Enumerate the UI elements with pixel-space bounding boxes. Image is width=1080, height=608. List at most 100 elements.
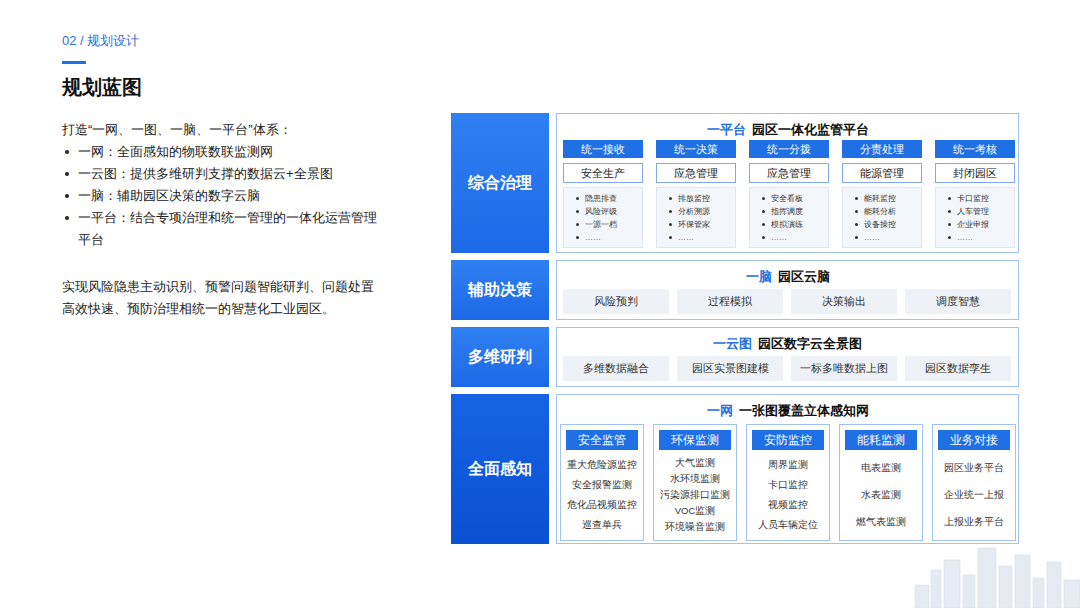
column-items: 大气监测水环境监测污染源排口监测VOC监测环境噪音监测 [656,455,734,536]
capability-box: 多维数据融合 [563,356,669,381]
layer-title: 一张图覆盖立体感知网 [739,403,869,418]
column-header: 安防监控 [752,430,824,450]
node-text: 分责处理 [860,142,904,157]
capability-box: 决策输出 [791,289,897,314]
node-text: 排放监控 [669,192,735,205]
column-header: 业务对接 [938,430,1010,450]
column-header: 环保监测 [659,430,731,450]
node-text: 决策输出 [822,294,866,309]
node-text: 园区实景图建模 [692,361,769,376]
node-text: 卡口监控 [948,192,1014,205]
node-text: 能耗分析 [855,205,921,218]
item-list: 安全看板指挥调度模拟演练…… [749,187,829,248]
sensor-column: 园区业务平台企业统一上报上报业务平台 业务对接 [932,424,1016,541]
node-text: VOC监测 [675,505,716,518]
bullet-text: 一脑：辅助园区决策的数字云脑 [78,185,378,207]
function-header: 统一接收 [563,140,643,158]
panel-heading: 一云图园区数字云全景图 [557,335,1018,353]
function-header: 统一分拨 [749,140,829,158]
function-header: 分责处理 [842,140,922,158]
node-text: 安防监控 [764,432,812,449]
node-text: 全面感知 [468,459,532,480]
column-header: 能耗监测 [845,430,917,450]
node-text: 业务对接 [950,432,998,449]
node-text: 调度智慧 [936,294,980,309]
node-text: 辅助决策 [468,280,532,301]
node-text: 统一接收 [581,142,625,157]
node-text: 一标多唯数据上图 [800,361,888,376]
column-items: 园区业务平台企业统一上报上报业务平台 [935,455,1013,536]
row-label: 全面感知 [451,394,549,544]
module-box: 安全生产 [563,163,643,183]
node-text: 电表监测 [861,462,901,475]
bullet-dot [65,194,69,198]
sensor-column: 周界监测卡口监控视频监控人员车辆定位 安防监控 [746,424,830,541]
node-text: 企业统一上报 [944,489,1004,502]
bullet-dot [65,216,69,220]
bullet-text: 一网：全面感知的物联数联监测网 [78,141,378,163]
layer-panel: 一脑园区云脑风险预判过程模拟决策输出调度智慧 [556,260,1019,320]
node-text: 统一决策 [674,142,718,157]
node-text: 能耗监控 [855,192,921,205]
intro-text: 打造“一网、一图、一脑、一平台”体系： [62,119,292,141]
node-text: …… [855,231,921,244]
node-text: 危化品视频监控 [567,499,637,512]
function-header: 统一决策 [656,140,736,158]
column-header: 安全监管 [566,430,638,450]
item-list: 隐患排查风险评级一源一档…… [563,187,643,248]
capability-box: 调度智慧 [905,289,1011,314]
capability-box: 一标多唯数据上图 [791,356,897,381]
city-skyline [915,548,1080,608]
capability-box: 园区数据孪生 [905,356,1011,381]
node-text: 综合治理 [468,173,532,194]
layer-name: 一平台 [707,122,746,137]
sensor-column: 大气监测水环境监测污染源排口监测VOC监测环境噪音监测环保监测 [653,424,737,541]
column-items: 重大危险源监控安全报警监测危化品视频监控巡查单兵 [563,455,641,536]
node-text: 隐患排查 [576,192,642,205]
node-text: 人车管理 [948,205,1014,218]
node-text: 应急管理 [674,166,718,181]
node-text: 园区数据孪生 [925,361,991,376]
node-text: 大气监测 [675,457,715,470]
capability-box: 风险预判 [563,289,669,314]
summary-text: 实现风险隐患主动识别、预警问题智能研判、问题处置高效快速、预防治理相统一的智慧化… [62,276,380,320]
node-text: 上报业务平台 [944,516,1004,529]
node-text: 多维数据融合 [583,361,649,376]
module-box: 能源管理 [842,163,922,183]
node-text: 应急管理 [767,166,811,181]
node-text: 巡查单兵 [582,519,622,532]
sensor-column: 重大危险源监控安全报警监测危化品视频监控巡查单兵 安全监管 [560,424,644,541]
column-items: 周界监测卡口监控视频监控人员车辆定位 [749,455,827,536]
node-text: 周界监测 [768,459,808,472]
node-text: 安全监管 [578,432,626,449]
layer-panel: 一云图园区数字云全景图多维数据融合 园区实景图建模 一标多唯数据上图 园区数据孪生 [556,327,1019,387]
panel-heading: 一网一张图覆盖立体感知网 [557,402,1018,420]
page-title: 规划蓝图 [62,76,142,98]
node-text: 环保监测 [671,432,719,449]
node-text: 安全看板 [762,192,828,205]
node-text: 能源管理 [860,166,904,181]
panel-heading: 一脑园区云脑 [557,268,1018,286]
node-text: 安全报警监测 [572,479,632,492]
node-text: 一源一档 [576,218,642,231]
item-list: 卡口监控人车管理企业申报…… [935,187,1015,248]
node-text: 环境噪音监测 [665,521,725,534]
layer-title: 园区一体化监管平台 [752,122,869,137]
function-header: 统一考核 [935,140,1015,158]
capability-box: 园区实景图建模 [677,356,783,381]
node-text: 统一考核 [953,142,997,157]
row-label: 多维研判 [451,327,549,387]
node-text: 企业申报 [948,218,1014,231]
layer-panel: 一网一张图覆盖立体感知网重大危险源监控安全报警监测危化品视频监控巡查单兵 安全监管… [556,394,1019,544]
node-text: 污染源排口监测 [660,489,730,502]
row-label: 综合治理 [451,113,549,253]
section-label: 02 / 规划设计 [62,30,139,52]
node-text: 分析溯源 [669,205,735,218]
module-box: 封闭园区 [935,163,1015,183]
node-text: 多维研判 [468,347,532,368]
node-text: 环保管家 [669,218,735,231]
layer-title: 园区云脑 [778,269,830,284]
module-box: 应急管理 [749,163,829,183]
sensor-column: 电表监测水表监测燃气表监测能耗监测 [839,424,923,541]
bullet-text: 一平台：结合专项治理和统一管理的一体化运营管理平台 [78,207,378,251]
